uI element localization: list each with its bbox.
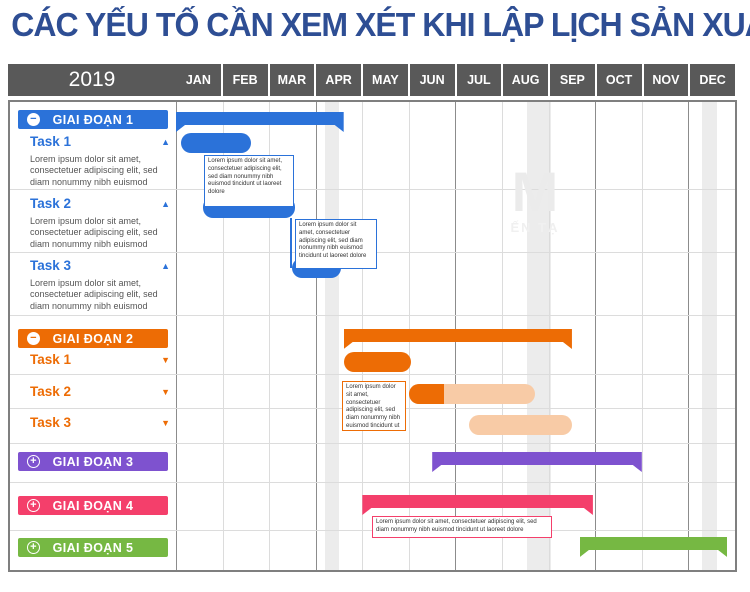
gantt-board: M ẾN TẠ − GIAI ĐOẠN 1 Task 1 ▲ Lorem ips… (8, 100, 737, 572)
phase2-task3-row[interactable]: Task 3 ▼ (30, 415, 170, 430)
plus-circle-icon[interactable]: + (27, 541, 40, 554)
task-label: Task 3 (30, 415, 72, 430)
phase1-task1-desc: Lorem ipsum dolor sit amet, consectetuer… (30, 154, 158, 187)
month-nov: NOV (643, 64, 689, 96)
gridline-month-10 (641, 102, 643, 570)
bar-phase2-task2-progress (408, 384, 444, 404)
phase1-task2-row[interactable]: Task 2 ▲ (30, 196, 170, 211)
shaded-band-2 (702, 102, 718, 570)
row-separator-0 (10, 189, 735, 190)
month-oct: OCT (596, 64, 642, 96)
bar-phase4-summary[interactable] (362, 495, 593, 515)
plus-circle-icon[interactable]: + (27, 499, 40, 512)
callout-phase4: Lorem ipsum dolor sit amet, consectetuer… (372, 516, 552, 538)
arrow-down-icon[interactable]: ▼ (161, 354, 170, 365)
gridline-month-0 (176, 102, 177, 570)
month-may: MAY (363, 64, 408, 96)
task-label: Task 2 (30, 196, 72, 211)
month-feb: FEB (222, 64, 268, 96)
phase1-header-bar[interactable]: − GIAI ĐOẠN 1 (18, 110, 168, 129)
year-header: 2019 (8, 64, 176, 96)
minus-circle-icon[interactable]: − (27, 332, 40, 345)
phase4-label: GIAI ĐOẠN 4 (52, 498, 134, 513)
month-jun: JUN (409, 64, 455, 96)
phase2-header-bar[interactable]: − GIAI ĐOẠN 2 (18, 329, 168, 348)
month-dec: DEC (690, 64, 735, 96)
phase3-header-bar[interactable]: + GIAI ĐOẠN 3 (18, 452, 168, 471)
task-label: Task 1 (30, 352, 72, 367)
bar-phase1-task1[interactable] (180, 133, 251, 153)
minus-circle-icon[interactable]: − (27, 113, 40, 126)
plus-circle-icon[interactable]: + (27, 455, 40, 468)
month-jul: JUL (456, 64, 502, 96)
bar-phase2-task3[interactable] (469, 415, 572, 435)
row-separator-6 (10, 482, 735, 483)
page-title: CÁC YẾU TỐ CẦN XEM XÉT KHI LẬP LỊCH SẢN … (11, 6, 750, 43)
bar-phase2-task1[interactable] (343, 352, 412, 372)
callout-phase1-task1: Lorem ipsum dolor sit amet, consectetuer… (204, 155, 294, 207)
row-separator-2 (10, 315, 735, 316)
shaded-band-0 (325, 102, 339, 570)
arrow-down-icon[interactable]: ▼ (161, 386, 170, 397)
arrow-up-icon[interactable]: ▲ (161, 198, 170, 209)
month-sep: SEP (550, 64, 595, 96)
arrow-up-icon[interactable]: ▲ (161, 136, 170, 147)
phase1-task3-row[interactable]: Task 3 ▲ (30, 258, 170, 273)
task-label: Task 1 (30, 134, 72, 149)
month-apr: APR (316, 64, 361, 96)
phase1-label: GIAI ĐOẠN 1 (52, 112, 134, 127)
gridline-month-3 (315, 102, 317, 570)
phase4-header-bar[interactable]: + GIAI ĐOẠN 4 (18, 496, 168, 515)
phase2-task1-row[interactable]: Task 1 ▼ (30, 352, 170, 367)
row-separator-5 (10, 443, 735, 444)
phase5-label: GIAI ĐOẠN 5 (52, 540, 134, 555)
phase1-task2-desc: Lorem ipsum dolor sit amet, consectetuer… (30, 216, 158, 249)
phase5-header-bar[interactable]: + GIAI ĐOẠN 5 (18, 538, 168, 557)
callout-phase2-task2: Lorem ipsum dolor sit amet, consectetuer… (342, 381, 406, 431)
month-aug: AUG (503, 64, 548, 96)
row-separator-3 (10, 374, 735, 375)
task-label: Task 3 (30, 258, 72, 273)
gridline-month-9 (595, 102, 597, 570)
month-jan: JAN (176, 64, 221, 96)
phase3-label: GIAI ĐOẠN 3 (52, 454, 134, 469)
dependency-connector (290, 218, 293, 268)
phase1-task1-row[interactable]: Task 1 ▲ (30, 134, 170, 149)
bar-phase2-task2[interactable] (408, 384, 535, 404)
phase1-task3-desc: Lorem ipsum dolor sit amet, consectetuer… (30, 278, 158, 311)
gridline-month-11 (688, 102, 690, 570)
arrow-up-icon[interactable]: ▲ (161, 260, 170, 271)
arrow-down-icon[interactable]: ▼ (161, 417, 170, 428)
gridline-month-2 (269, 102, 271, 570)
month-mar: MAR (269, 64, 315, 96)
phase2-task2-row[interactable]: Task 2 ▼ (30, 384, 170, 399)
callout-phase1-task2: Lorem ipsum dolor sit amet, consectetuer… (295, 219, 377, 269)
bar-phase1-summary[interactable] (176, 112, 344, 132)
task-label: Task 2 (30, 384, 72, 399)
gridline-month-1 (222, 102, 224, 570)
phase2-label: GIAI ĐOẠN 2 (52, 331, 134, 346)
